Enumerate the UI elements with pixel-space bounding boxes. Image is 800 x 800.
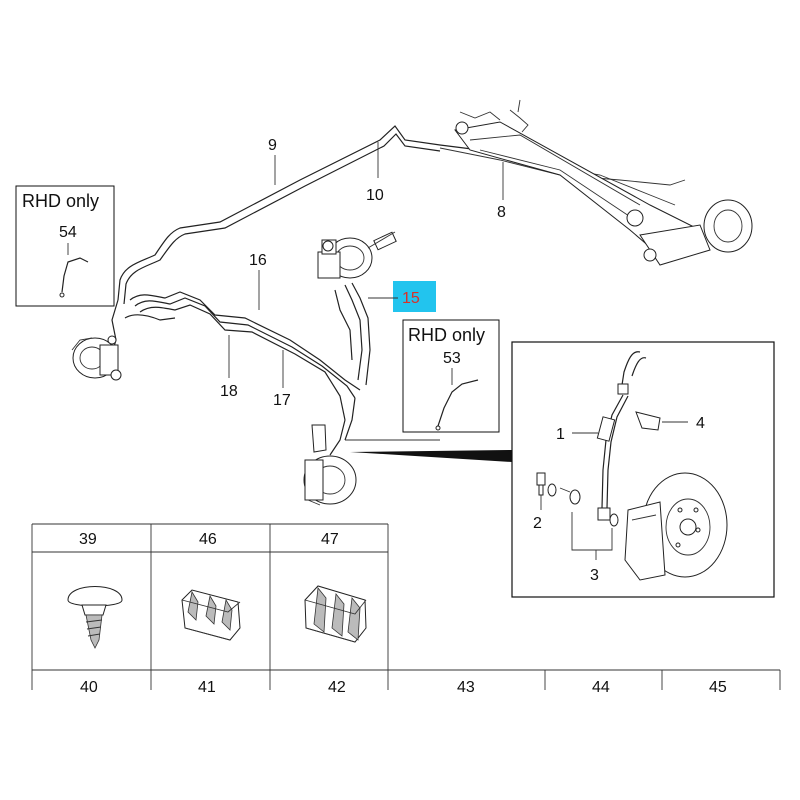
rhd-right-title: RHD only — [408, 325, 485, 345]
part-39-label: 39 — [79, 531, 97, 548]
part-40-label: 40 — [80, 679, 98, 696]
part-43-label: 43 — [457, 679, 475, 696]
master-cylinder — [317, 231, 397, 279]
rear-axle — [454, 99, 753, 266]
callout-4: 4 — [696, 415, 705, 432]
callout-15: 15 — [402, 290, 420, 307]
callout-17: 17 — [273, 392, 291, 409]
rhd-right-part: 53 — [443, 350, 461, 367]
part-42-label: 42 — [328, 679, 346, 696]
part-45-label: 45 — [709, 679, 727, 696]
part-44-label: 44 — [592, 679, 610, 696]
part-46-clip-icon — [181, 589, 241, 641]
detail-inset: 4 1 2 3 — [511, 341, 775, 598]
part-46-label: 46 — [199, 531, 217, 548]
callout-15-highlight — [393, 281, 436, 312]
left-front-hub — [71, 335, 122, 381]
rhd-left-title: RHD only — [22, 191, 99, 211]
callouts: 9 10 8 16 15 18 17 — [220, 137, 506, 409]
part-47-label: 47 — [321, 531, 339, 548]
rhd-left-part: 54 — [59, 224, 77, 241]
callout-3: 3 — [590, 567, 599, 584]
parts-table: 39 46 47 40 41 42 43 44 45 — [31, 523, 781, 696]
callout-9: 9 — [268, 137, 277, 154]
brake-pipes — [109, 125, 686, 456]
callout-10: 10 — [366, 187, 384, 204]
right-front-hub — [303, 424, 357, 506]
part-39-clip-icon — [67, 586, 123, 649]
part-41-label: 41 — [198, 679, 216, 696]
callout-1: 1 — [556, 426, 565, 443]
rhd-box-right: RHD only 53 — [402, 319, 500, 433]
callout-8: 8 — [497, 204, 506, 221]
callout-18: 18 — [220, 383, 238, 400]
part-47-clip-icon — [304, 585, 367, 643]
callout-2: 2 — [533, 515, 542, 532]
detail-pointer — [350, 450, 512, 462]
rhd-box-left: RHD only 54 — [15, 185, 115, 307]
callout-16: 16 — [249, 252, 267, 269]
